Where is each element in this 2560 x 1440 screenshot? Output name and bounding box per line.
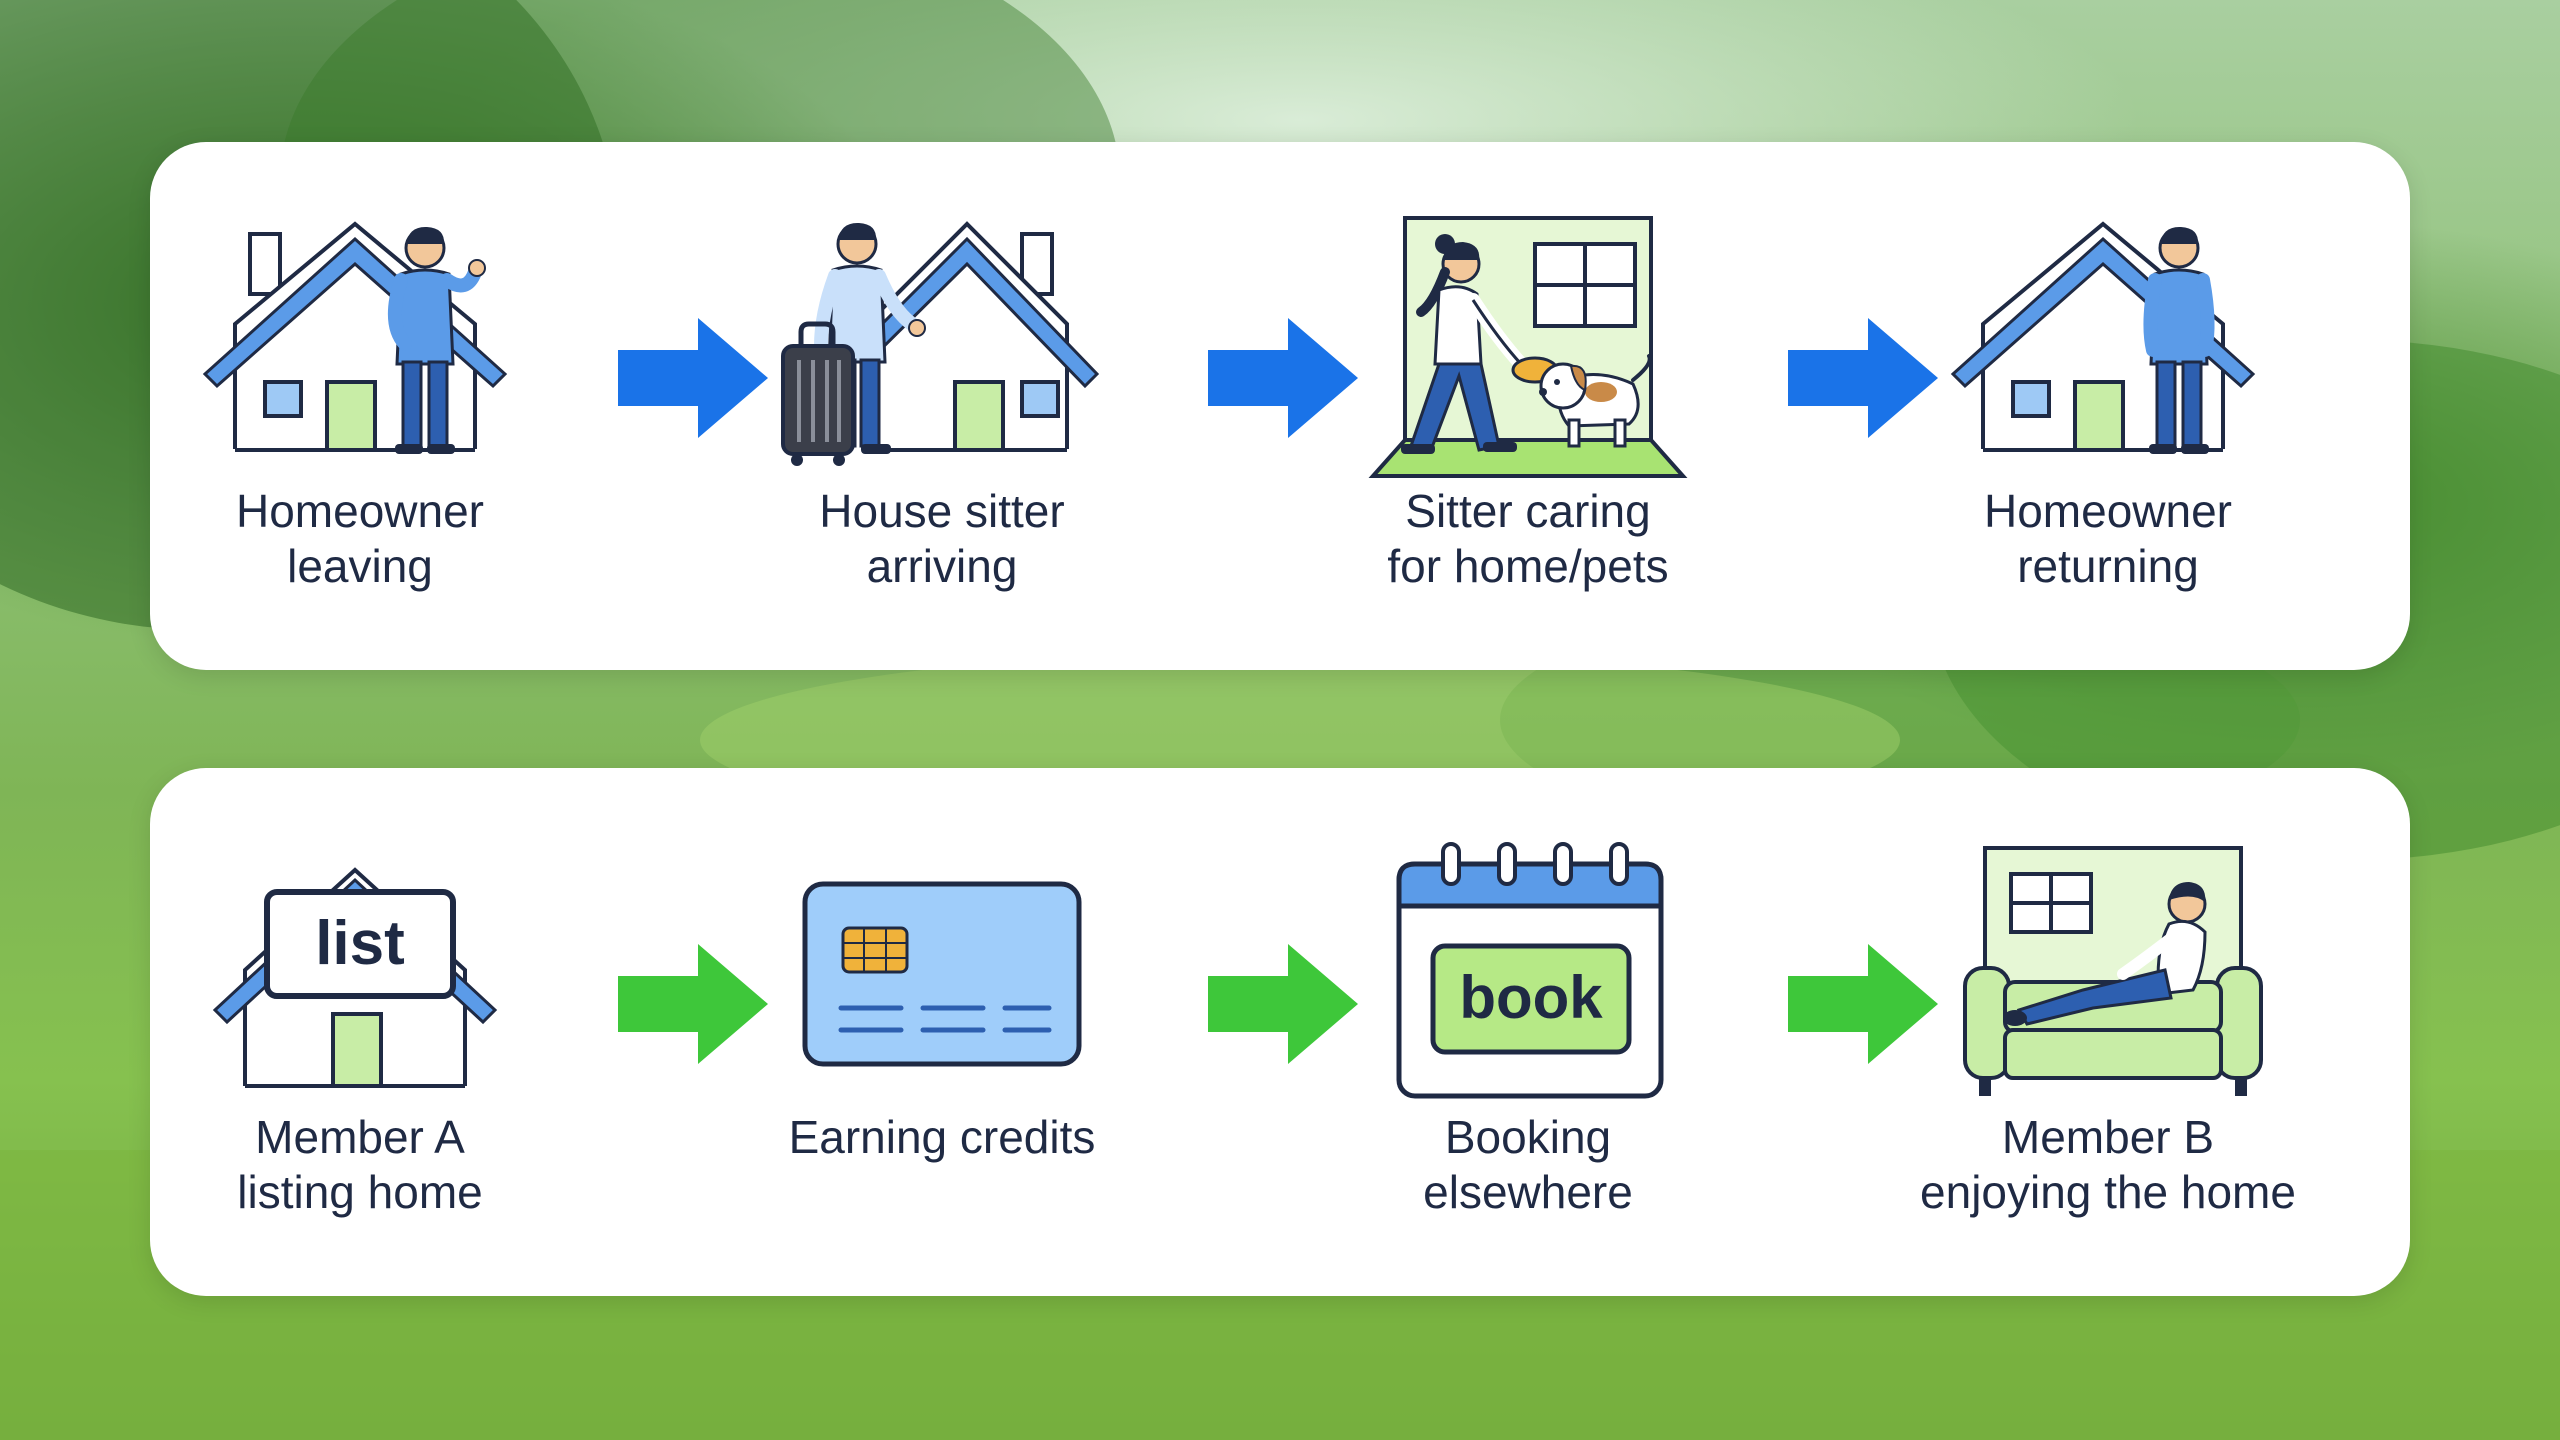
credit-card-icon — [802, 881, 1082, 1067]
housesitting-workflow-panel: Homeowner leaving — [150, 142, 2410, 670]
arrow-right-icon — [1788, 318, 1938, 438]
step-homeowner-returning: Homeowner returning — [1898, 214, 2318, 594]
step-label: Booking elsewhere — [1423, 1111, 1633, 1218]
step-enjoying-home: Member B enjoying the home — [1898, 840, 2318, 1220]
sitter-caring-icon — [1368, 216, 1688, 478]
listing-home-icon: list — [212, 867, 498, 1088]
step-label: Member B enjoying the home — [1920, 1111, 2296, 1218]
homeowner-leaving-icon — [202, 221, 508, 454]
step-label: Member A listing home — [237, 1111, 483, 1218]
step-label: Homeowner leaving — [236, 485, 484, 592]
sign-text: list — [315, 909, 405, 978]
step-earning-credits: Earning credits — [732, 840, 1152, 1165]
step-sitter-caring: Sitter caring for home/pets — [1318, 214, 1738, 594]
step-booking-elsewhere: book Booking elsewhere — [1318, 840, 1738, 1220]
calendar-icon: book — [1396, 842, 1664, 1099]
step-label: Sitter caring for home/pets — [1387, 485, 1669, 592]
sign-text: book — [1459, 964, 1603, 1031]
homeowner-returning-icon — [1950, 221, 2256, 454]
step-label: Homeowner returning — [1984, 485, 2232, 592]
arrow-right-icon — [618, 944, 768, 1064]
home-exchange-workflow-panel: list Member A listing home Earning credi… — [150, 768, 2410, 1296]
step-label: Earning credits — [788, 1111, 1096, 1163]
step-sitter-arriving: House sitter arriving — [732, 214, 1152, 594]
step-listing-home: list Member A listing home — [150, 840, 570, 1220]
step-label: House sitter arriving — [819, 485, 1065, 592]
arrow-right-icon — [1208, 318, 1358, 438]
arrow-right-icon — [1208, 944, 1358, 1064]
arrow-right-icon — [1788, 944, 1938, 1064]
relaxing-sofa-icon — [1963, 846, 2263, 1096]
step-homeowner-leaving: Homeowner leaving — [150, 214, 570, 594]
sitter-arriving-icon — [781, 221, 1100, 466]
arrow-right-icon — [618, 318, 768, 438]
